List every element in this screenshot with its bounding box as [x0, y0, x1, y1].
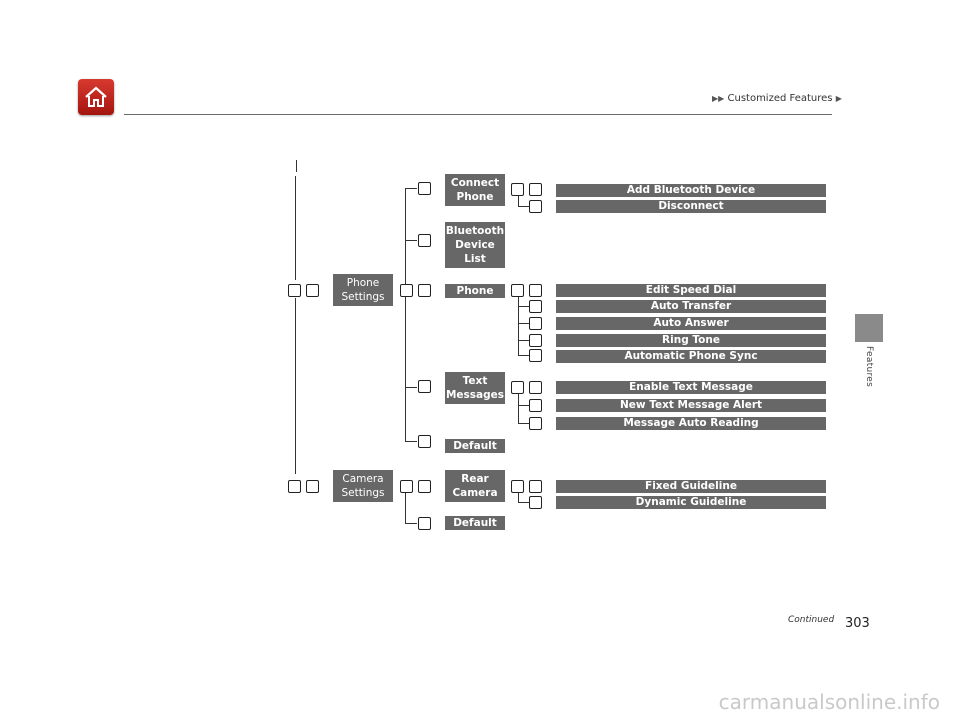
tree-line: [405, 441, 417, 442]
item-fixed-guideline[interactable]: Fixed Guideline: [556, 480, 826, 493]
home-button-icon: [400, 284, 413, 297]
select-knob-icon: [529, 399, 542, 412]
select-knob-icon: [418, 182, 431, 195]
item-auto-transfer[interactable]: Auto Transfer: [556, 300, 826, 313]
item-enable-text-message[interactable]: Enable Text Message: [556, 381, 826, 394]
home-button-icon: [400, 480, 413, 493]
select-knob-icon: [529, 349, 542, 362]
menu-bluetooth-device-list[interactable]: Bluetooth Device List: [445, 222, 505, 268]
menu-camera-settings[interactable]: Camera Settings: [333, 470, 393, 502]
tree-line: [518, 405, 529, 406]
tree-line: [518, 502, 529, 503]
tree-line: [518, 355, 529, 356]
select-knob-icon: [418, 517, 431, 530]
select-knob-icon: [529, 496, 542, 509]
tree-line: [518, 493, 519, 502]
select-knob-icon: [418, 480, 431, 493]
tree-line: [518, 297, 519, 355]
home-button-icon: [288, 480, 301, 493]
select-knob-icon: [418, 380, 431, 393]
select-knob-icon: [418, 435, 431, 448]
tree-line: [405, 523, 417, 524]
tree-line: [518, 306, 529, 307]
menu-rear-camera[interactable]: Rear Camera: [445, 470, 505, 502]
select-knob-icon: [306, 284, 319, 297]
item-new-text-message-alert[interactable]: New Text Message Alert: [556, 399, 826, 412]
select-knob-icon: [418, 234, 431, 247]
item-auto-answer[interactable]: Auto Answer: [556, 317, 826, 330]
item-add-bluetooth-device[interactable]: Add Bluetooth Device: [556, 184, 826, 197]
menu-connect-phone[interactable]: Connect Phone: [445, 174, 505, 206]
select-knob-icon: [418, 284, 431, 297]
home-button-icon: [511, 381, 524, 394]
select-knob-icon: [529, 417, 542, 430]
select-knob-icon: [529, 381, 542, 394]
tree-line: [518, 323, 529, 324]
home-button-icon: [288, 284, 301, 297]
item-dynamic-guideline[interactable]: Dynamic Guideline: [556, 496, 826, 509]
select-knob-icon: [306, 480, 319, 493]
header-rule: [124, 114, 832, 115]
home-button[interactable]: [78, 79, 114, 115]
select-knob-icon: [529, 200, 542, 213]
item-message-auto-reading[interactable]: Message Auto Reading: [556, 417, 826, 430]
select-knob-icon: [529, 183, 542, 196]
tree-line: [405, 493, 406, 523]
breadcrumb-label: Customized Features: [727, 93, 833, 104]
tree-line: [518, 206, 529, 207]
home-icon: [85, 86, 107, 107]
tree-line: [405, 240, 417, 241]
section-tab[interactable]: [855, 314, 883, 342]
tree-line: [296, 160, 297, 172]
menu-camera-default[interactable]: Default: [445, 516, 505, 530]
menu-phone[interactable]: Phone: [445, 284, 505, 298]
continued-label: Continued: [788, 615, 835, 625]
select-knob-icon: [529, 334, 542, 347]
item-ring-tone[interactable]: Ring Tone: [556, 334, 826, 347]
home-button-icon: [511, 183, 524, 196]
item-edit-speed-dial[interactable]: Edit Speed Dial: [556, 284, 826, 297]
watermark: carmanualsonline.info: [718, 690, 940, 714]
tree-line: [518, 423, 529, 424]
tree-line: [295, 176, 296, 280]
section-label: Features: [864, 346, 874, 388]
arrow-icon: ▶▶: [712, 94, 725, 103]
breadcrumb[interactable]: ▶▶ Customized Features ▶: [712, 93, 842, 104]
tree-line: [518, 340, 529, 341]
item-disconnect[interactable]: Disconnect: [556, 200, 826, 213]
tree-line: [295, 298, 296, 474]
menu-phone-default[interactable]: Default: [445, 439, 505, 453]
select-knob-icon: [529, 480, 542, 493]
arrow-icon: ▶: [835, 94, 842, 103]
menu-text-messages[interactable]: Text Messages: [445, 372, 505, 404]
select-knob-icon: [529, 317, 542, 330]
tree-line: [405, 188, 417, 189]
home-button-icon: [511, 480, 524, 493]
item-automatic-phone-sync[interactable]: Automatic Phone Sync: [556, 350, 826, 363]
tree-line: [405, 387, 417, 388]
tree-line: [405, 188, 406, 441]
tree-line: [518, 394, 519, 423]
home-button-icon: [511, 284, 524, 297]
page-number: 303: [845, 616, 870, 631]
select-knob-icon: [529, 300, 542, 313]
select-knob-icon: [529, 284, 542, 297]
menu-phone-settings[interactable]: Phone Settings: [333, 274, 393, 306]
tree-line: [518, 196, 519, 206]
